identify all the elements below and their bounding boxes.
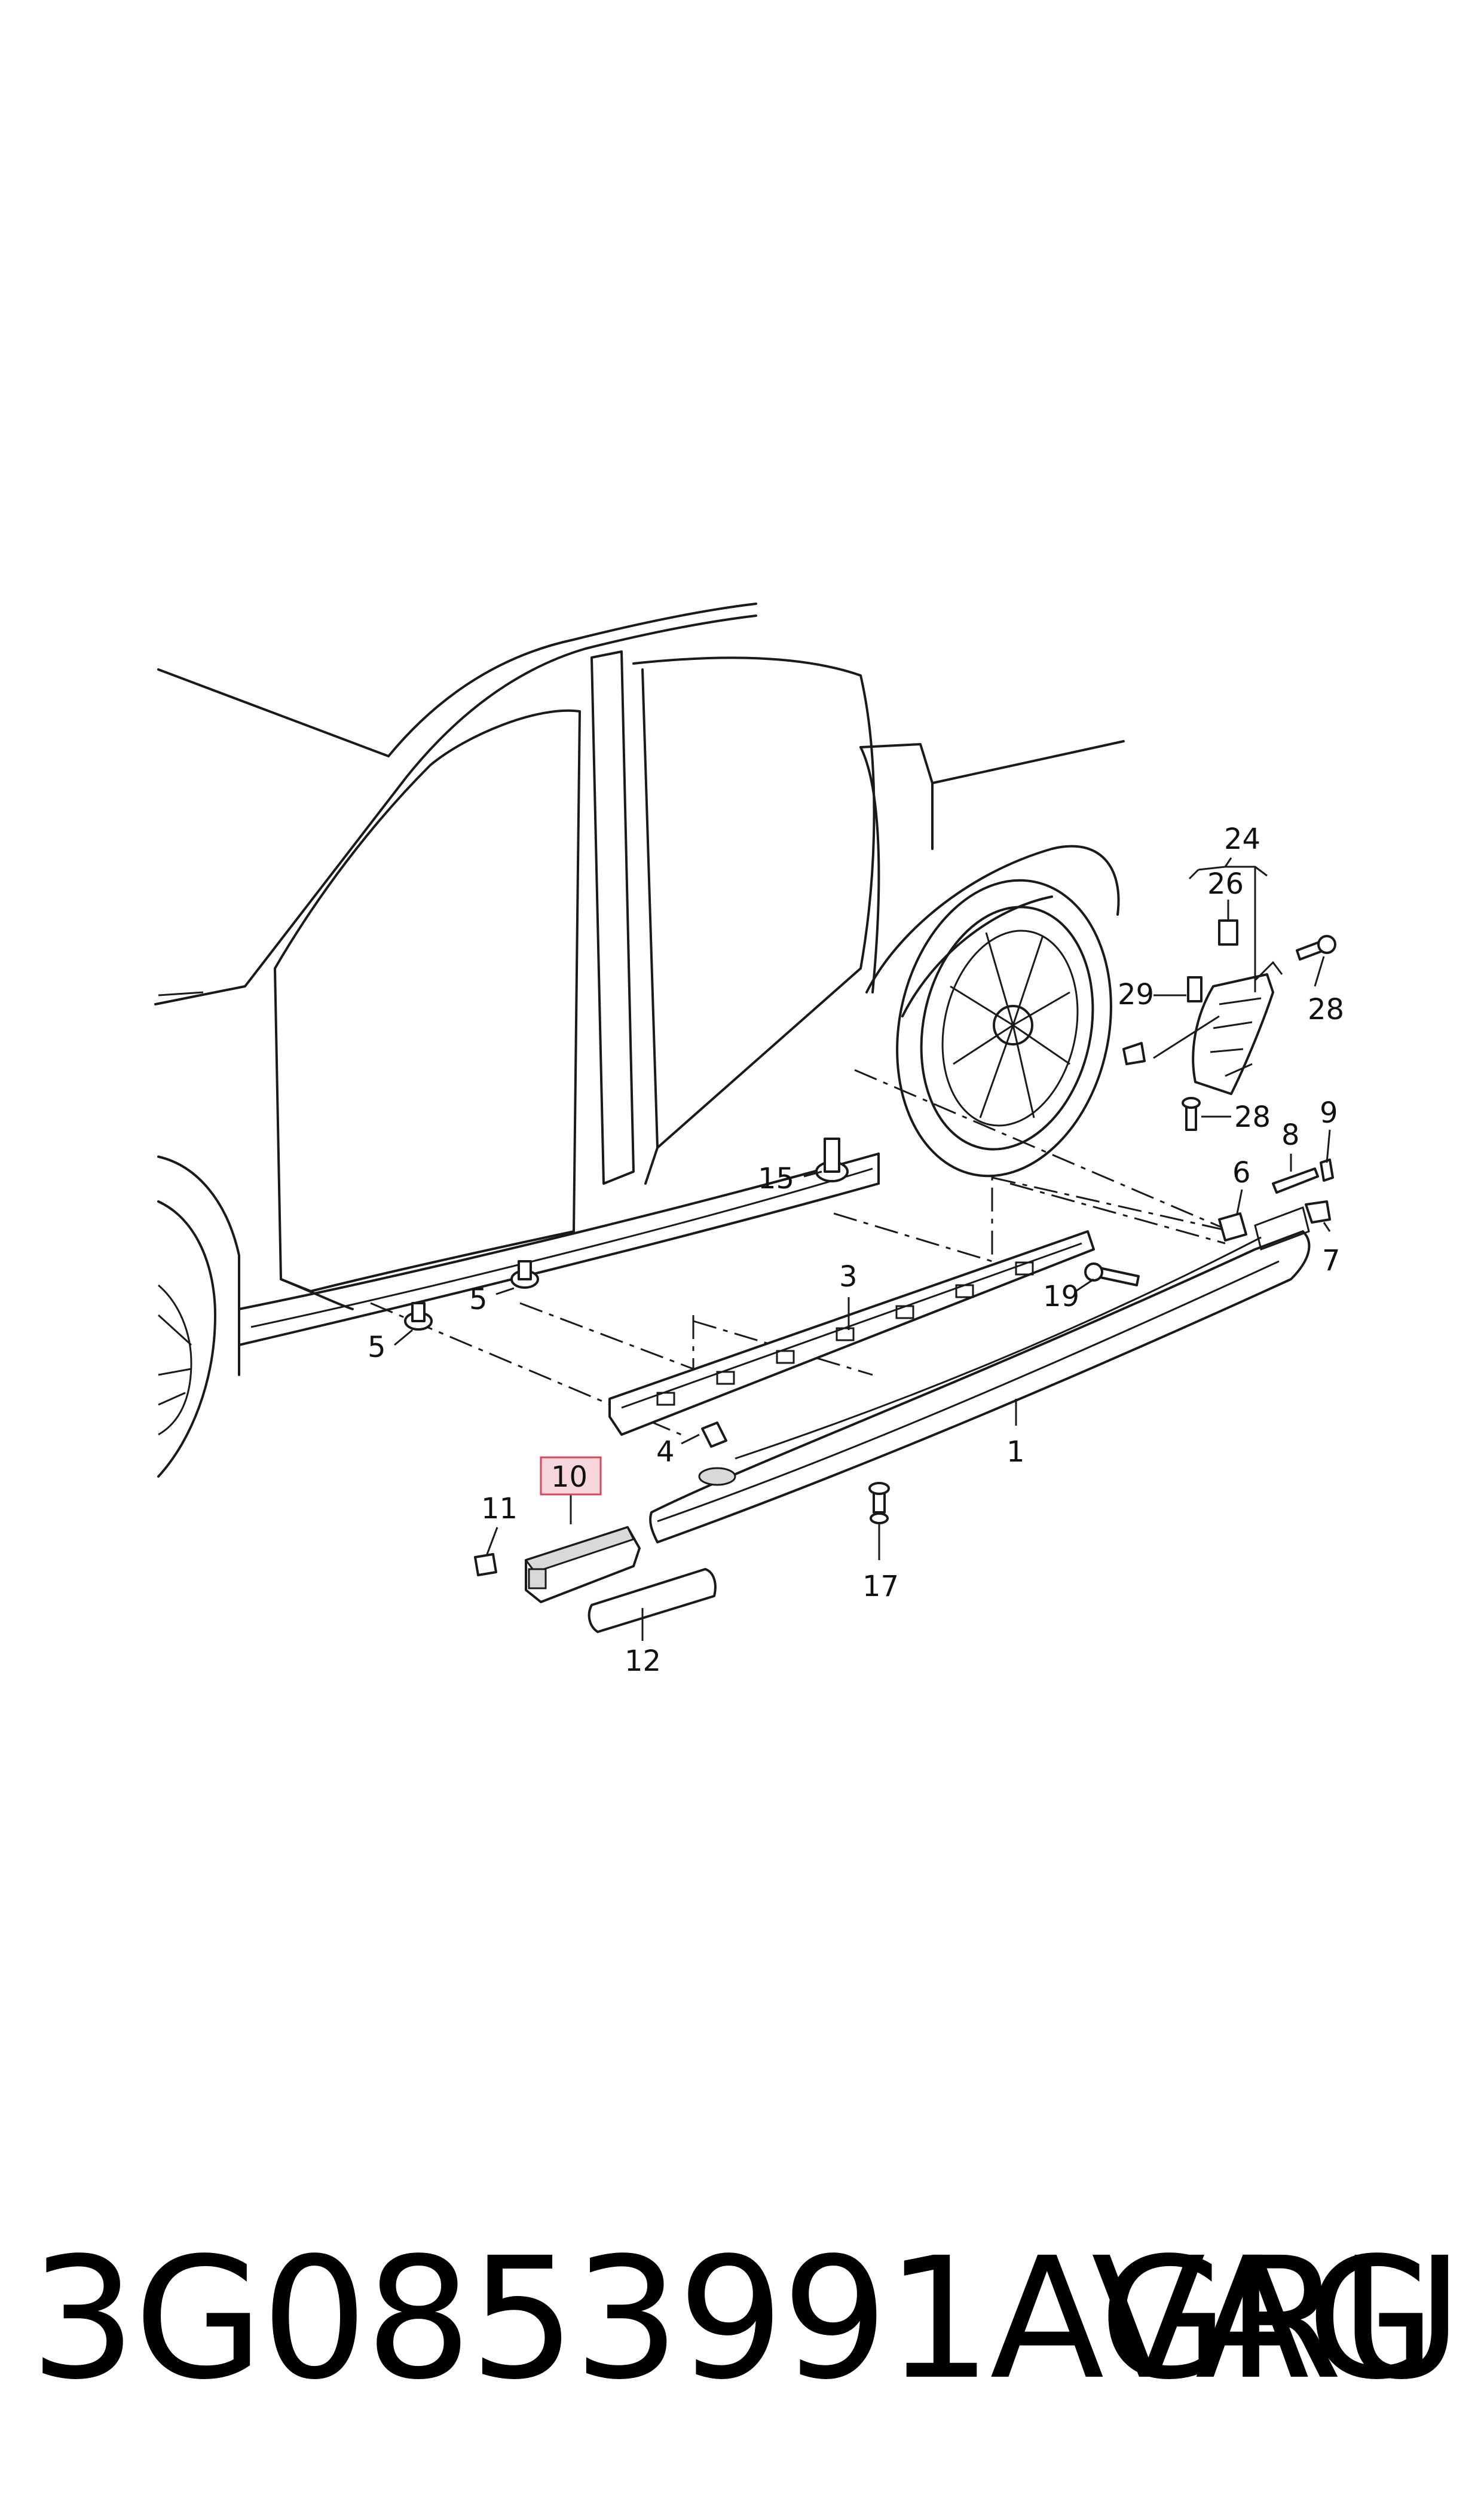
footer-caption: 3G0853991AGRU VAG	[0, 2212, 1484, 2427]
leader-lines	[394, 857, 1331, 1641]
rear-wheel	[896, 879, 1112, 1178]
callout-1: 1	[1006, 1435, 1025, 1469]
part-24-bracket	[1153, 961, 1283, 1095]
part-3-mounting-rail	[608, 1230, 1095, 1436]
callout-17: 17	[862, 1570, 899, 1603]
callout-5: 5	[469, 1283, 488, 1316]
fasteners	[404, 919, 1336, 1524]
car-body-outline	[154, 603, 1125, 1478]
part-1-sill-panel	[649, 1206, 1311, 1543]
callout-12: 12	[625, 1644, 661, 1678]
callout-29: 29	[1118, 978, 1154, 1011]
callout-9: 9	[1320, 1096, 1338, 1130]
callout-11: 11	[481, 1492, 518, 1526]
callout-26: 26	[1207, 867, 1244, 901]
callout-4: 4	[656, 1435, 675, 1469]
callout-19: 19	[1043, 1280, 1079, 1313]
brand-name: VAG	[1091, 2222, 1436, 2417]
callout-28: 28	[1308, 993, 1344, 1026]
callout-labels: 1 3 4 5 5 6 7 8 9 10 11 12 15 17 19 24 2…	[368, 823, 1344, 1678]
callout-28: 28	[1234, 1100, 1271, 1134]
callout-8: 8	[1281, 1118, 1300, 1152]
part-10-end-cap	[524, 1526, 641, 1603]
callout-7: 7	[1322, 1244, 1341, 1277]
callout-3: 3	[839, 1260, 858, 1294]
callout-24: 24	[1224, 823, 1260, 856]
callout-5: 5	[368, 1331, 386, 1364]
callout-10: 10	[551, 1460, 588, 1494]
callout-6: 6	[1232, 1156, 1251, 1190]
part-number: 3G0853991AGRU	[30, 2222, 1462, 2417]
callout-10-highlight	[540, 1456, 602, 1496]
callout-15: 15	[758, 1162, 794, 1196]
part-11-clip	[474, 1553, 497, 1576]
part-12-cover	[588, 1568, 717, 1633]
